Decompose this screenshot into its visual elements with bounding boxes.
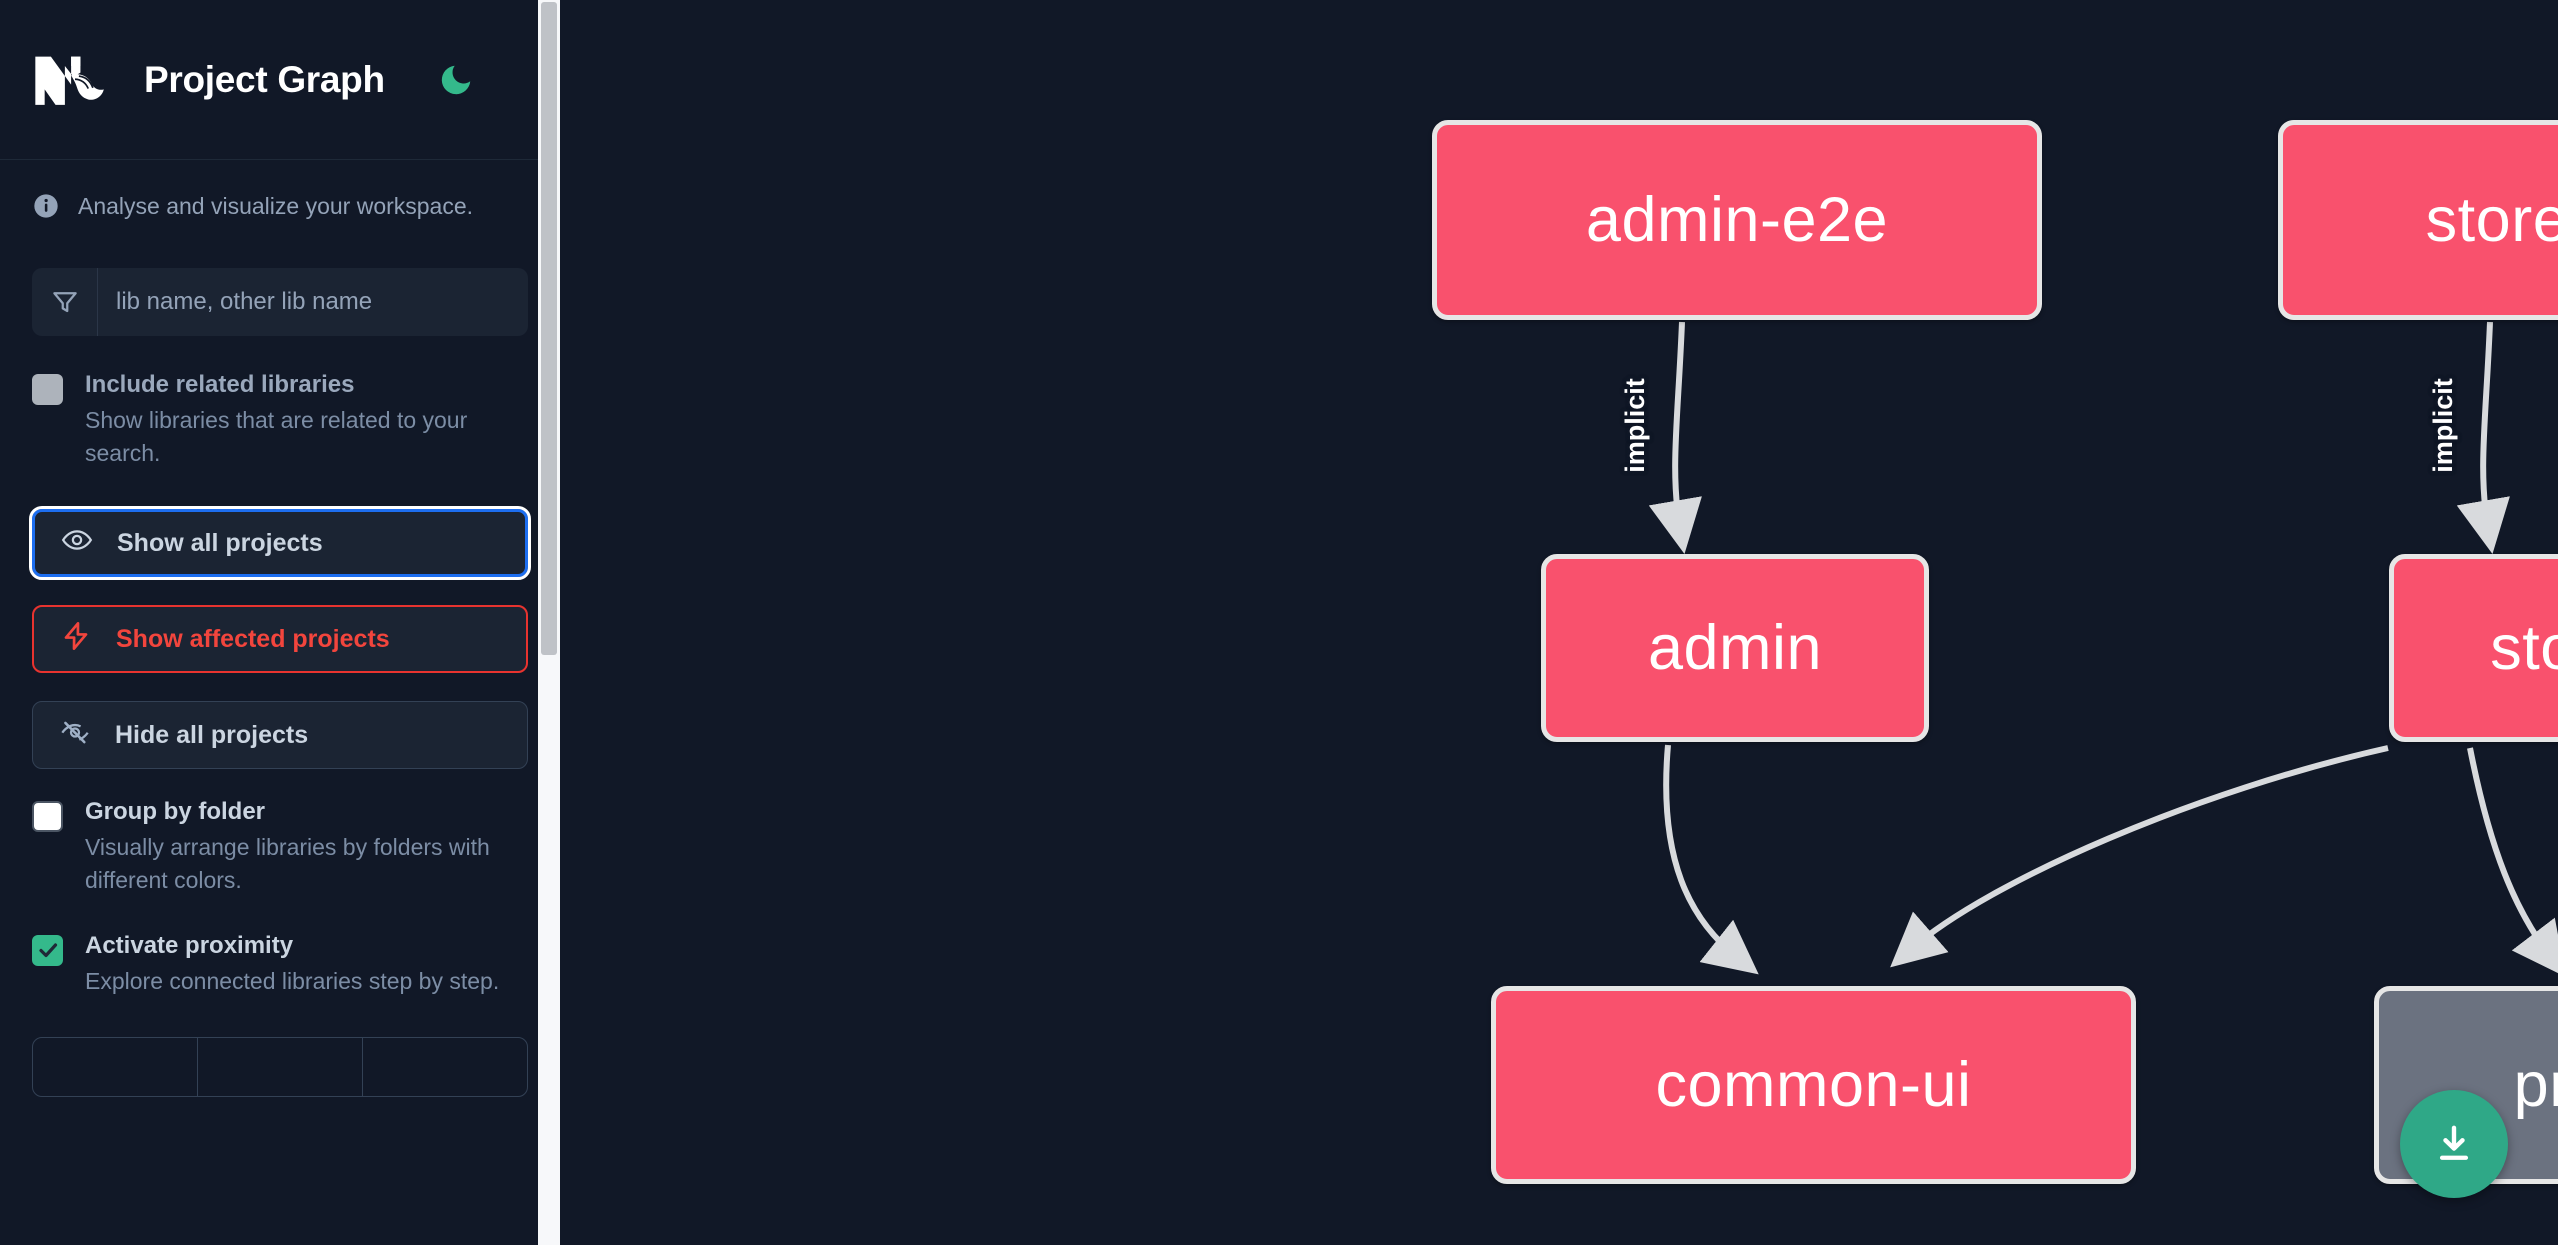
edge-label-admin-implicit: implicit — [1619, 378, 1650, 473]
edge-label-store-implicit: implicit — [2427, 378, 2458, 473]
edge-store-common-ui — [1890, 745, 2389, 968]
eye-off-icon — [59, 716, 91, 755]
projects-button-group: Show all projects Show affected projects — [0, 469, 560, 770]
node-label: products — [2513, 1050, 2558, 1120]
option-description: Explore connected libraries step by step… — [85, 967, 500, 994]
option-title: Activate proximity — [85, 931, 294, 959]
hide-all-projects-label: Hide all projects — [115, 720, 309, 749]
graph-canvas[interactable]: admin-e2e store-e2e admin store common-u… — [560, 0, 2558, 1245]
sidebar: Project Graph Analyse and visualize your… — [0, 0, 560, 1245]
sidebar-scrollbar-thumb[interactable] — [541, 2, 557, 655]
option-description: Show libraries that are related to your … — [85, 407, 468, 466]
download-icon — [2439, 1125, 2469, 1160]
node-label: common-ui — [1655, 1050, 1972, 1120]
edge-admin-common-ui — [1663, 744, 1759, 975]
checkbox-activate-proximity[interactable] — [32, 934, 63, 966]
segment-3[interactable] — [363, 1038, 527, 1096]
show-all-projects-button[interactable]: Show all projects — [29, 506, 531, 581]
graph-node-common-ui[interactable]: common-ui — [1491, 986, 2136, 1184]
filter-search-box[interactable] — [32, 268, 528, 336]
edge-store-e2e-store — [2456, 321, 2510, 555]
graph-node-admin[interactable]: admin — [1541, 554, 1929, 742]
graph-node-store[interactable]: store — [2389, 554, 2558, 742]
node-label: store-e2e — [2425, 185, 2558, 255]
graph-node-store-e2e[interactable]: store-e2e — [2278, 120, 2558, 320]
node-label: admin — [1647, 613, 1823, 683]
option-group-by-folder[interactable]: Group by folder Visually arrange librari… — [0, 769, 560, 896]
show-affected-projects-button[interactable]: Show affected projects — [32, 605, 528, 674]
proximity-segmented-control[interactable] — [32, 1037, 528, 1098]
eye-icon — [61, 524, 93, 563]
checkbox-include-related-libraries[interactable] — [32, 374, 63, 405]
search-input[interactable] — [98, 268, 528, 336]
sidebar-header: Project Graph — [0, 0, 560, 160]
filter-funnel-icon — [32, 268, 98, 336]
nx-logo-icon — [32, 52, 118, 108]
node-label: store — [2490, 613, 2558, 683]
option-include-related-libraries[interactable]: Include related libraries Show libraries… — [0, 336, 560, 469]
graph-node-admin-e2e[interactable]: admin-e2e — [1432, 120, 2042, 320]
info-circle-icon — [32, 192, 60, 220]
edge-store-products — [2467, 747, 2558, 978]
segment-2[interactable] — [198, 1038, 363, 1097]
lightning-bolt-icon — [60, 620, 92, 659]
download-button[interactable] — [2400, 1090, 2508, 1198]
option-activate-proximity[interactable]: Activate proximity Explore connected lib… — [0, 897, 560, 998]
option-title: Include related libraries — [85, 371, 355, 398]
checkbox-group-by-folder[interactable] — [32, 801, 63, 833]
show-all-projects-label: Show all projects — [117, 528, 323, 557]
page-title: Project Graph — [144, 58, 385, 100]
moon-icon[interactable] — [433, 57, 479, 103]
option-title: Group by folder — [85, 798, 265, 826]
hide-all-projects-button[interactable]: Hide all projects — [32, 701, 528, 770]
segment-1[interactable] — [33, 1038, 198, 1097]
sidebar-scrollbar-track[interactable] — [538, 0, 560, 1245]
node-label: admin-e2e — [1585, 185, 1889, 255]
show-affected-projects-label: Show affected projects — [116, 624, 390, 653]
workspace-info-text: Analyse and visualize your workspace. — [78, 192, 474, 219]
edge-admin-e2e-admin — [1648, 321, 1702, 555]
option-description: Visually arrange libraries by folders wi… — [85, 834, 490, 893]
graph-edges — [1648, 321, 2558, 978]
workspace-info: Analyse and visualize your workspace. — [0, 160, 560, 220]
